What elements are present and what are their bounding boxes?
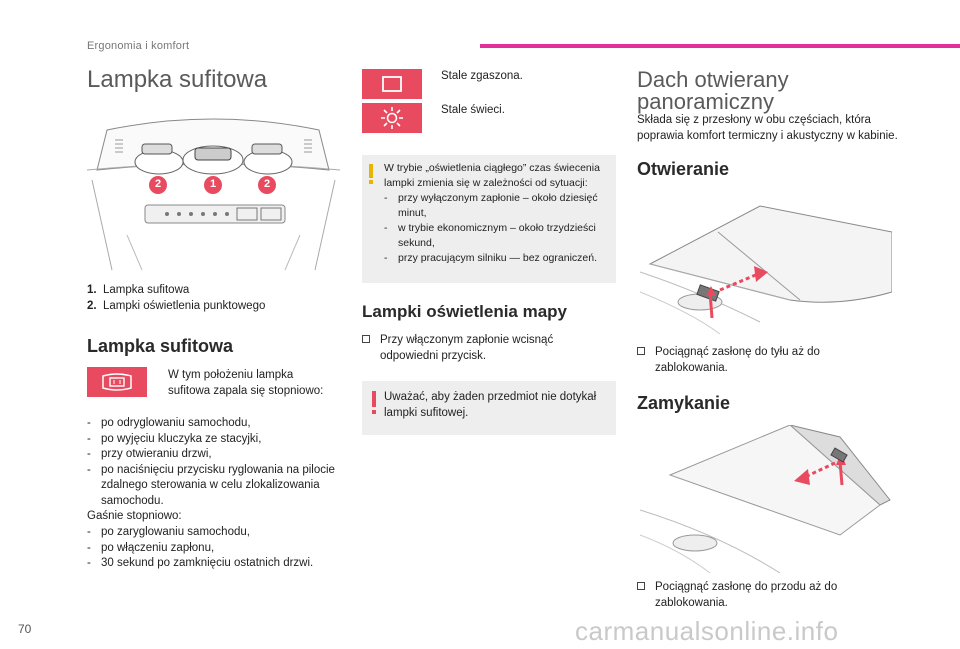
- list-item: przy pracującym silniku — bez ograniczeń…: [384, 251, 610, 266]
- callout-1: 1: [209, 178, 217, 190]
- callout-markers: [149, 176, 276, 194]
- section-title-map-lights: Lampki oświetlenia mapy: [362, 302, 568, 321]
- info-intro: W trybie „oświetlenia ciągłego” czas świ…: [384, 162, 600, 189]
- list-off: po zaryglowaniu samochodu, po włączeniu …: [87, 525, 339, 572]
- roof-closing-illustration: [639, 424, 892, 574]
- watermark: carmanualsonline.info: [575, 616, 839, 646]
- warning-box: Uważać, aby żaden przedmiot nie dotykał …: [362, 381, 616, 435]
- breadcrumb: Ergonomia i komfort: [87, 40, 190, 52]
- info-icon: [369, 164, 373, 178]
- list-on: po odryglowaniu samochodu, po wyjęciu kl…: [87, 416, 337, 509]
- list-item: po wyjęciu kluczyka ze stacyjki,: [87, 432, 337, 448]
- list-item: po włączeniu zapłonu,: [87, 541, 339, 557]
- checkbox-bullet-icon: [637, 582, 645, 590]
- header-accent-bar: [480, 44, 960, 48]
- ceiling-light-illustration: 2 1 2: [86, 110, 341, 272]
- info-box: W trybie „oświetlenia ciągłego” czas świ…: [362, 155, 616, 283]
- list-item: przy otwieraniu drzwi,: [87, 447, 337, 463]
- legend-item: 2. Lampki oświetlenia punktowego: [87, 299, 266, 312]
- warning-text: Uważać, aby żaden przedmiot nie dotykał …: [384, 391, 597, 419]
- list-item: po naciśnięciu przycisku ryglowania na p…: [87, 463, 337, 510]
- section-title-closing: Zamykanie: [637, 393, 731, 413]
- off-heading: Gaśnie stopniowo:: [87, 510, 182, 522]
- roof-opening-illustration: [639, 192, 893, 335]
- legend: 1. Lampka sufitowa 2. Lampki oświetlenia…: [87, 283, 340, 314]
- list-item: w trybie ekonomicznym – około trzydzieśc…: [384, 221, 610, 251]
- icon-description: W tym położeniu lampka sufitowa zapala s…: [168, 369, 324, 397]
- page-number: 70: [18, 622, 32, 636]
- light-on-text: Stale świeci.: [441, 104, 505, 116]
- section-title-opening: Otwieranie: [637, 159, 730, 179]
- list-item: po odryglowaniu samochodu,: [87, 416, 337, 432]
- list-item: przy wyłączonym zapłonie – około dziesię…: [384, 191, 610, 221]
- roof-intro: Składa się z przesłony w obu częściach, …: [637, 114, 898, 142]
- light-off-icon: [362, 69, 422, 99]
- warning-icon: [372, 391, 376, 407]
- map-instruction: Przy włączonym zapłonie wcisnąć odpowied…: [362, 333, 612, 364]
- legend-item: 1. Lampka sufitowa: [87, 284, 190, 296]
- list-item: po zaryglowaniu samochodu,: [87, 525, 339, 541]
- callout-2-right: 2: [263, 178, 271, 190]
- ceiling-light-door-icon: [87, 367, 147, 397]
- checkbox-bullet-icon: [637, 347, 645, 355]
- open-instruction: Pociągnąć zasłonę do tyłu aż do zablokow…: [637, 345, 887, 376]
- light-on-icon: [362, 103, 422, 133]
- page-title: Lampka sufitowa: [87, 66, 268, 93]
- section-title-ceiling-light: Lampka sufitowa: [87, 336, 234, 356]
- list-item: 30 sekund po zamknięciu ostatnich drzwi.: [87, 556, 339, 572]
- light-off-text: Stale zgaszona.: [441, 70, 523, 82]
- close-instruction: Pociągnąć zasłonę do przodu aż do zablok…: [637, 580, 887, 611]
- callout-2-left: 2: [154, 178, 162, 190]
- checkbox-bullet-icon: [362, 335, 370, 343]
